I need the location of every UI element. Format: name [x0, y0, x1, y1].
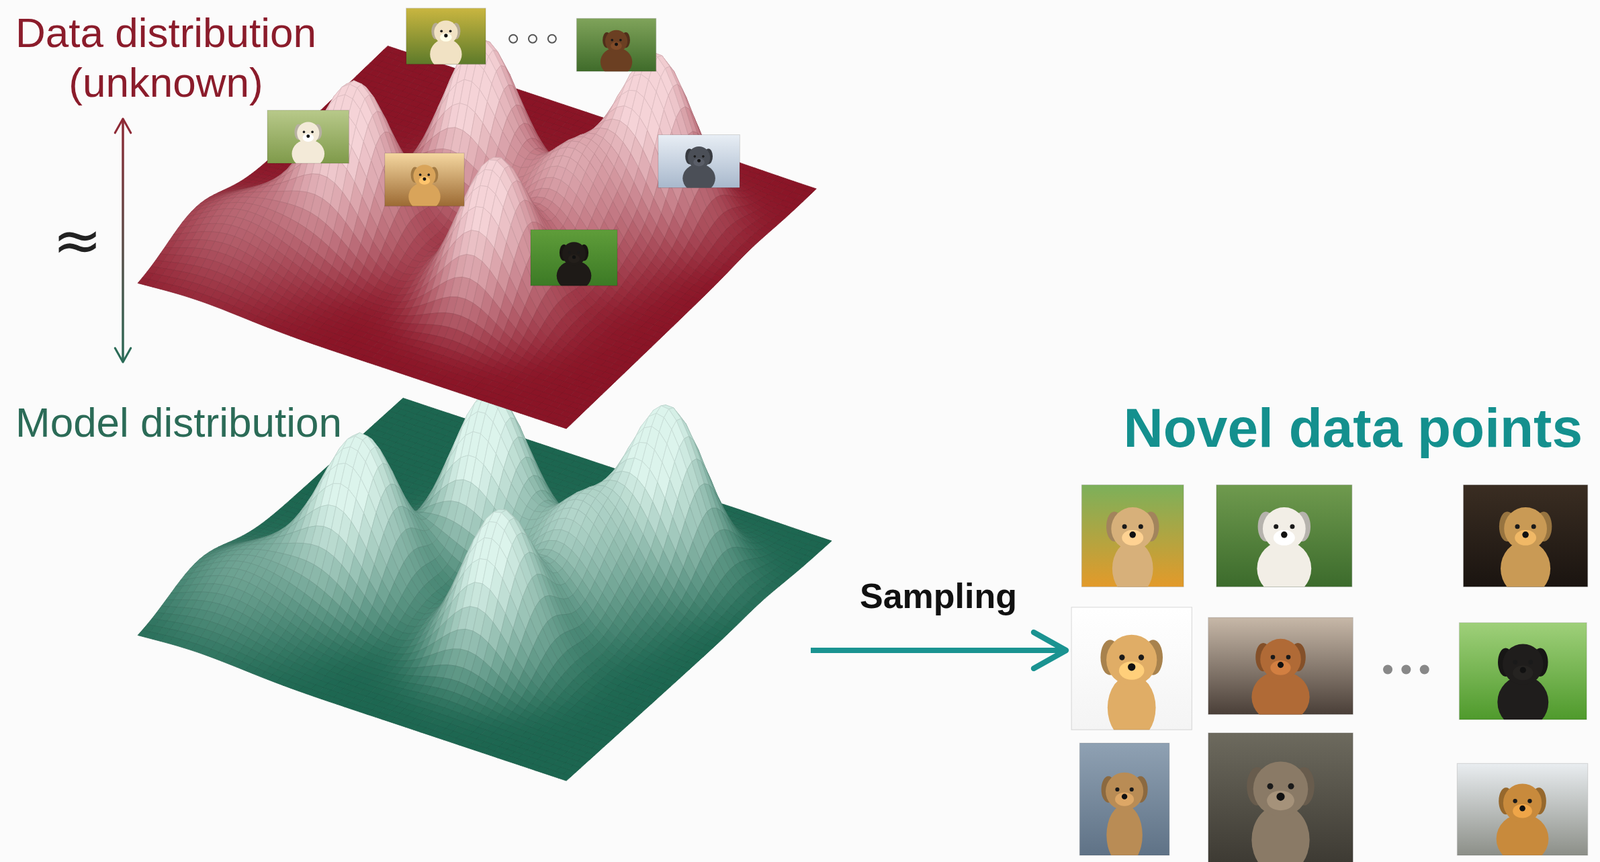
- diagram-stage: Data distribution (unknown)Model distrib…: [0, 0, 1600, 862]
